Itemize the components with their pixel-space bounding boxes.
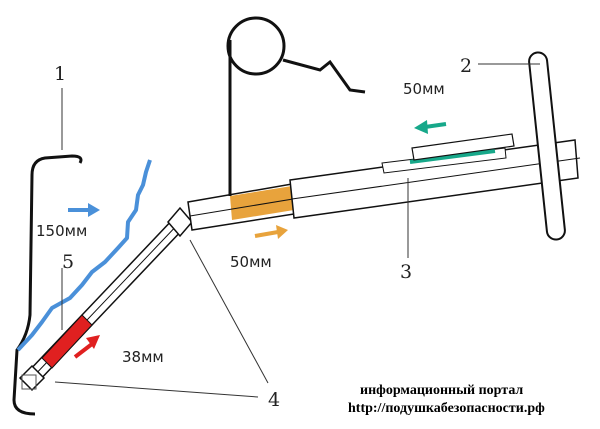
green-arrow-icon (414, 120, 447, 134)
lower-shaft (18, 206, 193, 392)
measure-50-top: 50мм (403, 80, 445, 98)
label-1: 1 (54, 63, 66, 85)
measure-50-mid: 50мм (230, 253, 272, 271)
steering-column (187, 40, 581, 231)
label-5: 5 (62, 251, 74, 273)
measure-38: 38мм (122, 348, 164, 366)
green-slot (409, 149, 496, 164)
label-4: 4 (268, 389, 280, 411)
firewall (12, 154, 83, 416)
steering-wheel (528, 51, 566, 241)
watermark-line1: информационный портал (360, 383, 524, 398)
measure-150: 150мм (36, 222, 87, 240)
red-section (41, 314, 93, 369)
red-arrow-icon (73, 335, 100, 359)
label-3: 3 (400, 261, 412, 283)
pedal (226, 16, 366, 94)
blue-deformation-line (16, 159, 152, 352)
orange-section (230, 186, 294, 220)
lower-joint (18, 364, 46, 392)
watermark-line2: http://подушкабезопасности.рф (348, 401, 545, 416)
label-2: 2 (460, 55, 472, 77)
blue-arrow-icon (68, 203, 100, 217)
orange-arrow-icon (254, 225, 288, 239)
